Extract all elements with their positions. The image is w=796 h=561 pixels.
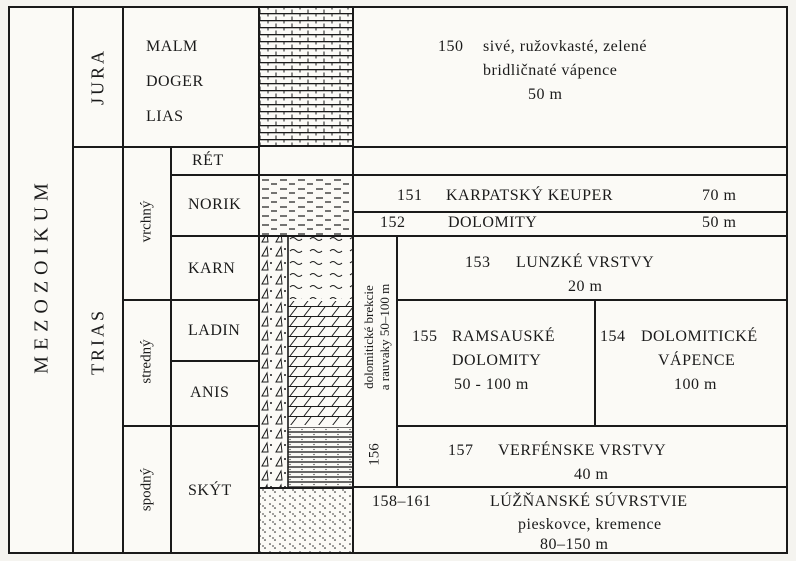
stage-karn: KARN: [188, 260, 236, 277]
unit-158-cell: [352, 486, 788, 554]
unit-151-name: KARPATSKÝ KEUPER: [446, 187, 613, 204]
unit-156-number: 156: [366, 443, 383, 466]
unit-151-thickness: 70 m: [702, 187, 737, 204]
unit-156-line1: dolomitické brekcie: [361, 285, 376, 389]
stratigraphic-table: MEZOZOIKUM JURA TRIAS vrchný stredný spo…: [8, 6, 788, 554]
unit-155-name2: DOLOMITY: [452, 352, 542, 369]
unit-155-name1: RAMSAUSKÉ: [452, 328, 556, 345]
stage-ladin: LADIN: [188, 322, 241, 339]
unit-155-thickness: 50 - 100 m: [454, 376, 529, 393]
unit-153-name: LUNZKÉ VRSTVY: [516, 254, 655, 271]
unit-157-thickness: 40 m: [574, 466, 609, 483]
stage-skyt: SKÝT: [188, 482, 232, 499]
unit-152-name: DOLOMITY: [448, 214, 538, 231]
unit-153-number: 153: [465, 254, 491, 271]
stage-ret: RÉT: [192, 152, 224, 169]
stage-malm: MALM: [146, 38, 198, 55]
unit-158-line2: pieskovce, kremence: [518, 516, 662, 533]
unit-151-number: 151: [397, 187, 423, 204]
stage-norik: NORIK: [188, 196, 242, 213]
unit-158-number: 158–161: [372, 493, 432, 510]
unit-150-line2: bridličnaté vápence: [483, 62, 618, 79]
ret-blank-cell: [352, 146, 788, 176]
unit-158-thickness: 80–150 m: [540, 536, 609, 553]
stage-doger: DOGER: [146, 73, 204, 90]
unit-156-line2: a rauvaky 50–100 m: [377, 283, 392, 391]
unit-158-name: LÚŽŇANSKÉ SÚVRSTVIE: [490, 493, 688, 510]
unit-150-thickness: 50 m: [528, 86, 563, 103]
unit-157-name: VERFÉNSKE VRSTVY: [498, 442, 667, 459]
unit-154-thickness: 100 m: [674, 376, 717, 393]
lithology-patterns: [258, 8, 354, 552]
unit-152-number: 152: [380, 214, 406, 231]
unit-157-number: 157: [448, 442, 474, 459]
unit-152-thickness: 50 m: [702, 214, 737, 231]
stage-lias: LIAS: [146, 108, 184, 125]
stage-anis: ANIS: [190, 384, 230, 401]
unit-150-number: 150: [438, 38, 464, 55]
unit-154-name1: DOLOMITICKÉ: [641, 328, 758, 345]
unit-154-name2: VÁPENCE: [658, 352, 736, 369]
unit-153-thickness: 20 m: [568, 278, 603, 295]
unit-150-line1: sivé, ružovkasté, zelené: [483, 38, 647, 55]
unit-155-number: 155: [412, 328, 438, 345]
unit-154-number: 154: [600, 328, 626, 345]
